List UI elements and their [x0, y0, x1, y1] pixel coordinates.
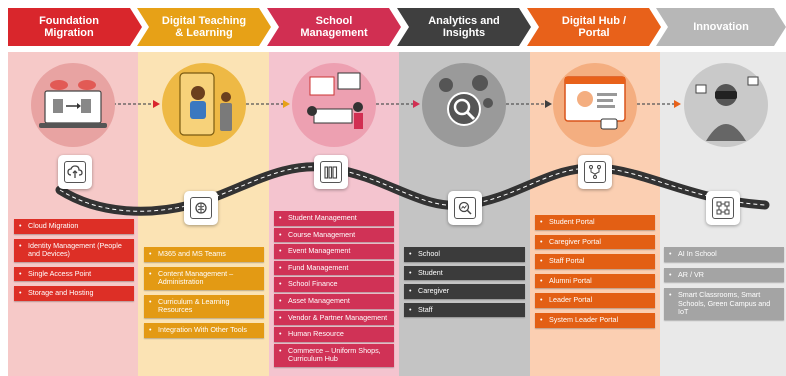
list-item: Leader Portal [535, 293, 655, 308]
list-item: Commerce – Uniform Shops, Curriculum Hub [274, 343, 394, 367]
cloud-upload-icon [58, 155, 92, 189]
list-item: Smart Classrooms, Smart Schools, Green C… [664, 288, 784, 320]
list-item: Event Management [274, 244, 394, 259]
list-item: Content Management – Administration [144, 266, 264, 290]
list-item: Course Management [274, 227, 394, 243]
list-item: Caregiver [404, 284, 525, 299]
cloud-migration-laptop-illustration [31, 63, 115, 147]
header-innovation: Innovation [656, 8, 786, 46]
vr-headset-illustration [684, 63, 768, 147]
brain-chip-icon [184, 191, 218, 225]
list-item: Vendor & Partner Management [274, 310, 394, 326]
list-item: Single Access Point [14, 266, 134, 282]
list-analytics: SchoolStudentCaregiverStaff [404, 247, 525, 318]
list-item: AR / VR [664, 267, 784, 283]
school-management-illustration [292, 63, 376, 147]
list-item: Cloud Migration [14, 219, 134, 234]
analytics-search-icon [448, 191, 482, 225]
list-school: Student ManagementCourse ManagementEvent… [274, 211, 394, 367]
list-item: Student Management [274, 211, 394, 226]
header-portal: Digital Hub / Portal [527, 8, 661, 46]
header-analytics: Analytics and Insights [397, 8, 531, 46]
header-teaching: Digital Teaching & Learning [137, 8, 271, 46]
network-nodes-icon [706, 191, 740, 225]
list-item: School [404, 247, 525, 262]
list-item: School Finance [274, 277, 394, 292]
list-item: System Leader Portal [535, 312, 655, 328]
analytics-gears-illustration [422, 63, 506, 147]
list-item: Identity Management (People and Devices) [14, 238, 134, 262]
mobile-learning-illustration [162, 63, 246, 147]
circuit-icon [578, 155, 612, 189]
list-item: Student [404, 265, 525, 281]
list-portal: Student PortalCaregiver PortalStaff Port… [535, 215, 655, 328]
list-item: Asset Management [274, 293, 394, 309]
road-path [55, 162, 770, 216]
list-item: Storage and Hosting [14, 286, 134, 301]
list-teaching: M365 and MS TeamsContent Management – Ad… [144, 247, 264, 338]
library-books-icon [314, 155, 348, 189]
header-foundation: Foundation Migration [8, 8, 142, 46]
list-innovation: AI In School AR / VR Smart Classrooms, Sma… [664, 247, 784, 320]
header-school: School Management [267, 8, 401, 46]
list-item: Staff Portal [535, 254, 655, 269]
list-item: Caregiver Portal [535, 234, 655, 250]
list-item: Human Resource [274, 327, 394, 342]
list-foundation: Cloud MigrationIdentity Management (Peop… [14, 219, 134, 301]
list-item: AI In School [664, 247, 784, 262]
list-item: M365 and MS Teams [144, 247, 264, 262]
list-item: Alumni Portal [535, 273, 655, 289]
portal-browser-illustration [553, 63, 637, 147]
list-item: Student Portal [535, 215, 655, 230]
list-item: Staff [404, 302, 525, 318]
list-item: Fund Management [274, 260, 394, 276]
list-item: Curriculum & Learning Resources [144, 294, 264, 318]
list-item: Integration With Other Tools [144, 322, 264, 338]
